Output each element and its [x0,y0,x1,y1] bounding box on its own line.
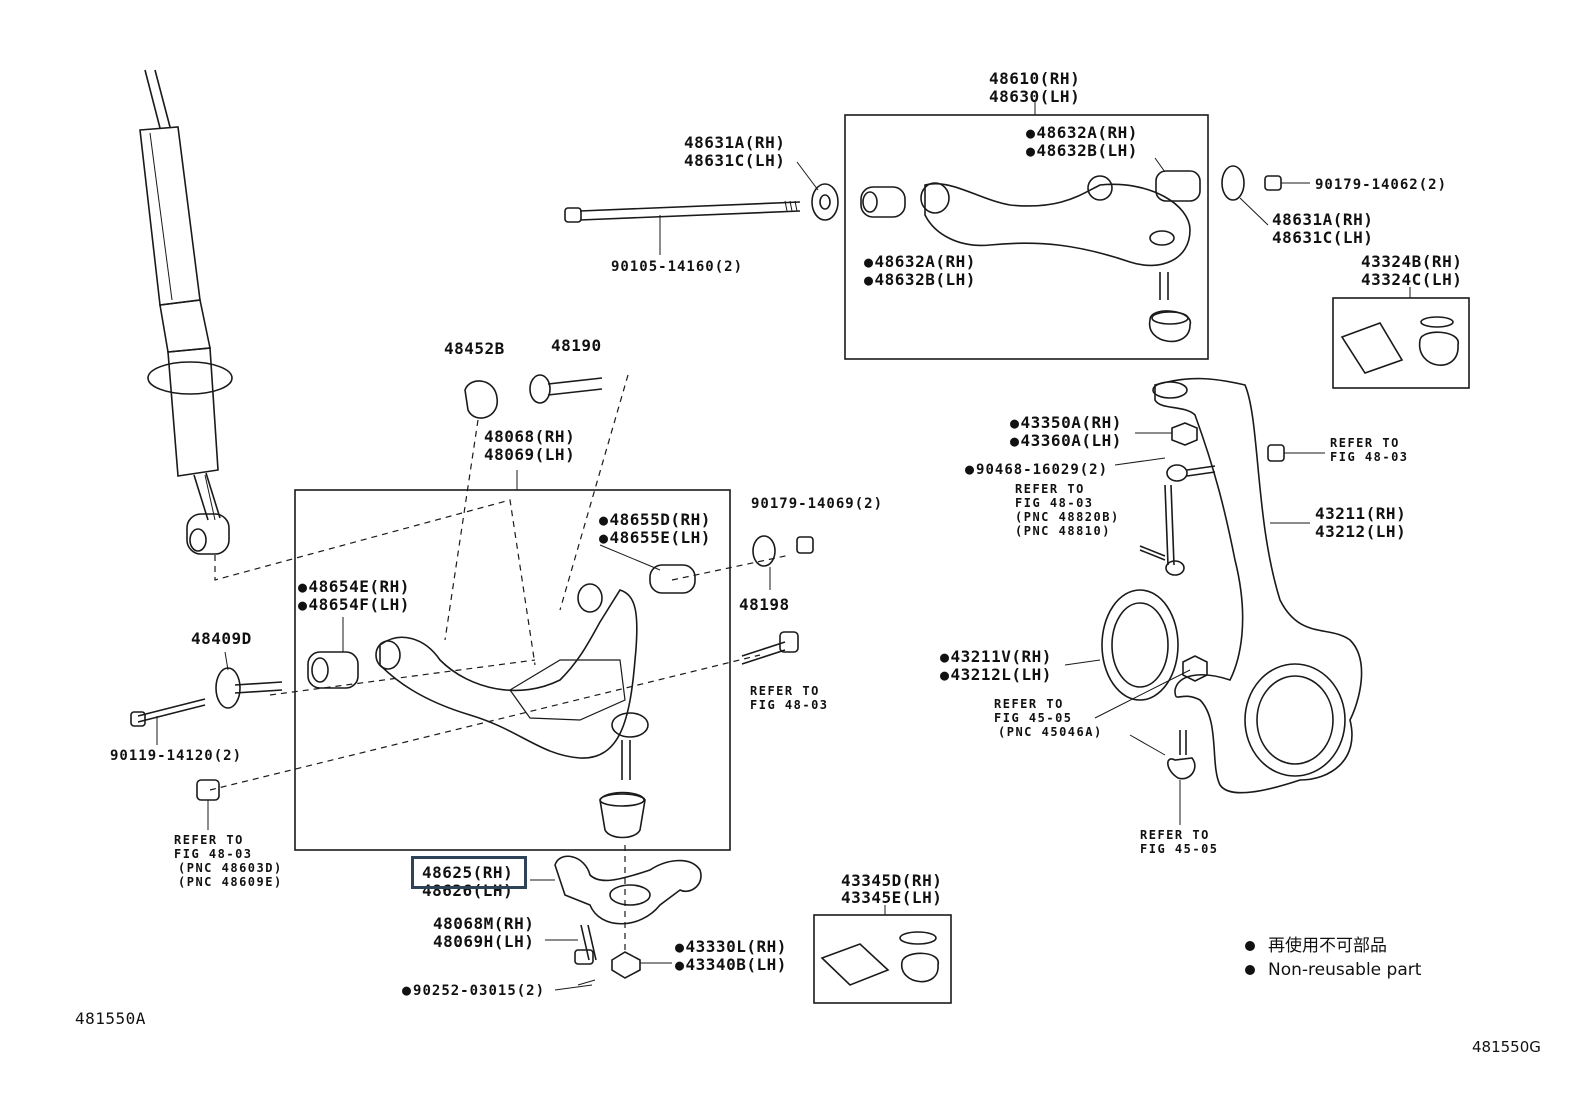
nut-90179-14069 [796,536,814,554]
label-43212l: 43212L(LH) [940,666,1052,684]
nut-knuckle [1182,655,1208,682]
lower-control-arm [375,583,649,780]
footer-code-right: 481550G [1472,1038,1541,1056]
refer-45-05-b-line2: FIG 45-05 [1140,842,1219,856]
boot-lower [599,791,646,839]
label-48632a-bottom: 48632A(RH) [864,253,976,271]
stabilizer-link [1139,464,1216,576]
label-43324b: 43324B(RH) [1361,252,1463,271]
cam-bolt-48409d [130,651,283,745]
legend-english: Non-reusable part [1268,960,1422,980]
legend-dot-2 [1245,965,1255,975]
label-43345e: 43345E(LH) [841,888,943,907]
upper-arm-box [844,114,1209,360]
boot-kit-box-lower [813,914,952,1004]
label-48069h: 48069H(LH) [433,932,535,951]
refer-48-03-d-line1: REFER TO [174,833,244,847]
bolt-knuckle-upper [1267,444,1285,462]
nut-43330l [611,951,641,979]
label-48198: 48198 [739,595,790,614]
label-90252-03015: 90252-03015(2) [402,983,545,999]
label-48631c-left: 48631C(LH) [684,151,786,170]
shock-absorber [139,69,233,555]
refer-48-03-d-line4: (PNC 48609E) [178,875,283,889]
refer-48-03-c-line2: FIG 48-03 [1330,450,1409,464]
refer-45-05-a-line2: FIG 45-05 [994,711,1073,725]
label-43340b: 43340B(LH) [675,956,787,974]
label-43324c: 43324C(LH) [1361,270,1463,289]
label-90468-16029: 90468-16029(2) [965,462,1108,478]
bracket-48625 [554,855,702,925]
bushing-48655 [649,564,696,594]
dust-seal-43211v [1101,589,1179,701]
tie-rod-end [1167,757,1196,780]
refer-48-03-b-line2: FIG 48-03 [1015,496,1094,510]
label-43211v: 43211V(RH) [940,648,1052,666]
label-48630: 48630(LH) [989,87,1081,106]
label-43330l: 43330L(RH) [675,938,787,956]
bushing-48654 [307,651,359,689]
label-43211: 43211(RH) [1315,504,1407,523]
bolt-48068m [574,949,594,965]
boot-kit-box-upper [1332,297,1470,389]
label-43350a: 43350A(RH) [1010,414,1122,432]
refer-48-03-d-line3: (PNC 48603D) [178,861,283,875]
label-48632b-top: 48632B(LH) [1026,142,1138,160]
label-90179-14062: 90179-14062(2) [1315,177,1448,193]
refer-48-03-d-line2: FIG 48-03 [174,847,253,861]
label-48654f: 48654F(LH) [298,596,410,614]
legend-dot-1 [1245,941,1255,951]
label-48190: 48190 [551,336,602,355]
label-48610: 48610(RH) [989,69,1081,88]
upper-arm-bolt [564,161,839,255]
washer-48198 [752,535,776,567]
label-48625: 48625(RH) [422,863,514,882]
refer-48-03-a-line2: FIG 48-03 [750,698,829,712]
label-48409d: 48409D [191,629,252,648]
part-48452b [464,380,498,419]
label-48631a-right: 48631A(RH) [1272,210,1374,229]
label-48631a-left: 48631A(RH) [684,133,786,152]
label-48631c-right: 48631C(LH) [1272,228,1374,247]
label-43212: 43212(LH) [1315,522,1407,541]
label-48452b: 48452B [444,339,505,358]
bolt-48190 [529,374,603,404]
refer-48-03-b-line4: (PNC 48810) [1015,524,1111,538]
label-48068m: 48068M(RH) [433,914,535,933]
lower-arm-box [294,489,731,851]
refer-45-05-a-line1: REFER TO [994,697,1064,711]
label-90119-14120: 90119-14120(2) [110,748,243,764]
selected-part-highlight[interactable] [411,856,527,889]
refer-48-03-b-line3: (PNC 48820B) [1015,510,1120,524]
label-48655d: 48655D(RH) [599,511,711,529]
label-90105-14160: 90105-14160(2) [611,259,744,275]
label-48069: 48069(LH) [484,445,576,464]
refer-48-03-b-line1: REFER TO [1015,482,1085,496]
refer-48-03-c-line1: REFER TO [1330,436,1400,450]
nut-43350a [1171,422,1198,446]
label-43345d: 43345D(RH) [841,871,943,890]
nut-lower-left [196,779,220,801]
refer-45-05-b-line1: REFER TO [1140,828,1210,842]
upper-control-arm [860,170,1201,343]
label-43360a: 43360A(LH) [1010,432,1122,450]
label-90179-14069: 90179-14069(2) [751,496,884,512]
bolt-lower-front [741,631,799,665]
label-48632a-top: 48632A(RH) [1026,124,1138,142]
footer-code-left: 481550A [75,1009,146,1028]
label-48632b-bottom: 48632B(LH) [864,271,976,289]
label-48655e: 48655E(LH) [599,529,711,547]
legend-japanese: 再使用不可部品 [1268,936,1387,956]
refer-45-05-a-line3: (PNC 45046A) [998,725,1103,739]
label-48654e: 48654E(RH) [298,578,410,596]
washer-right [1221,165,1245,201]
label-48068: 48068(RH) [484,427,576,446]
steering-knuckle [1129,377,1363,794]
refer-48-03-a-line1: REFER TO [750,684,820,698]
